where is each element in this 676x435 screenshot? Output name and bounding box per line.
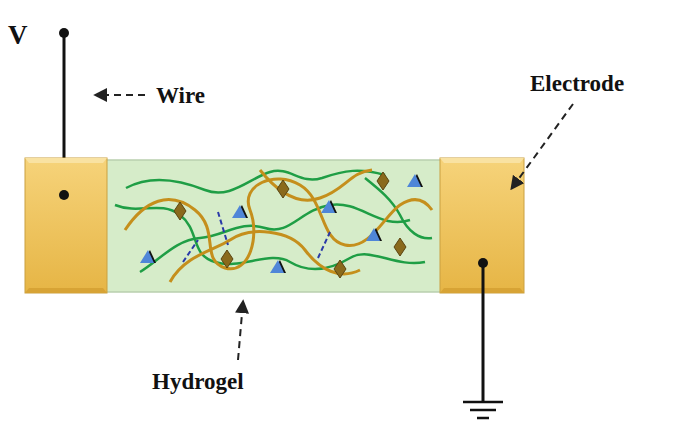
wire-label: Wire xyxy=(156,84,205,107)
leader-arrows xyxy=(96,95,573,360)
ground-symbol xyxy=(463,402,503,418)
ion-diamonds xyxy=(174,172,406,278)
polymer-strands-gold xyxy=(125,170,432,282)
electrode-label: Electrode xyxy=(530,72,624,95)
ground-wire xyxy=(482,263,485,402)
terminal-dot xyxy=(59,28,69,38)
voltage-label: V xyxy=(8,22,28,49)
crosslink-bonds xyxy=(183,212,330,262)
hydrogel-label: Hydrogel xyxy=(152,370,244,393)
terminal-dot xyxy=(478,258,488,268)
hydrogel-body xyxy=(104,160,444,292)
polymer-strands-green xyxy=(115,171,432,272)
left-electrode xyxy=(25,158,107,293)
ion-triangles xyxy=(140,174,423,273)
